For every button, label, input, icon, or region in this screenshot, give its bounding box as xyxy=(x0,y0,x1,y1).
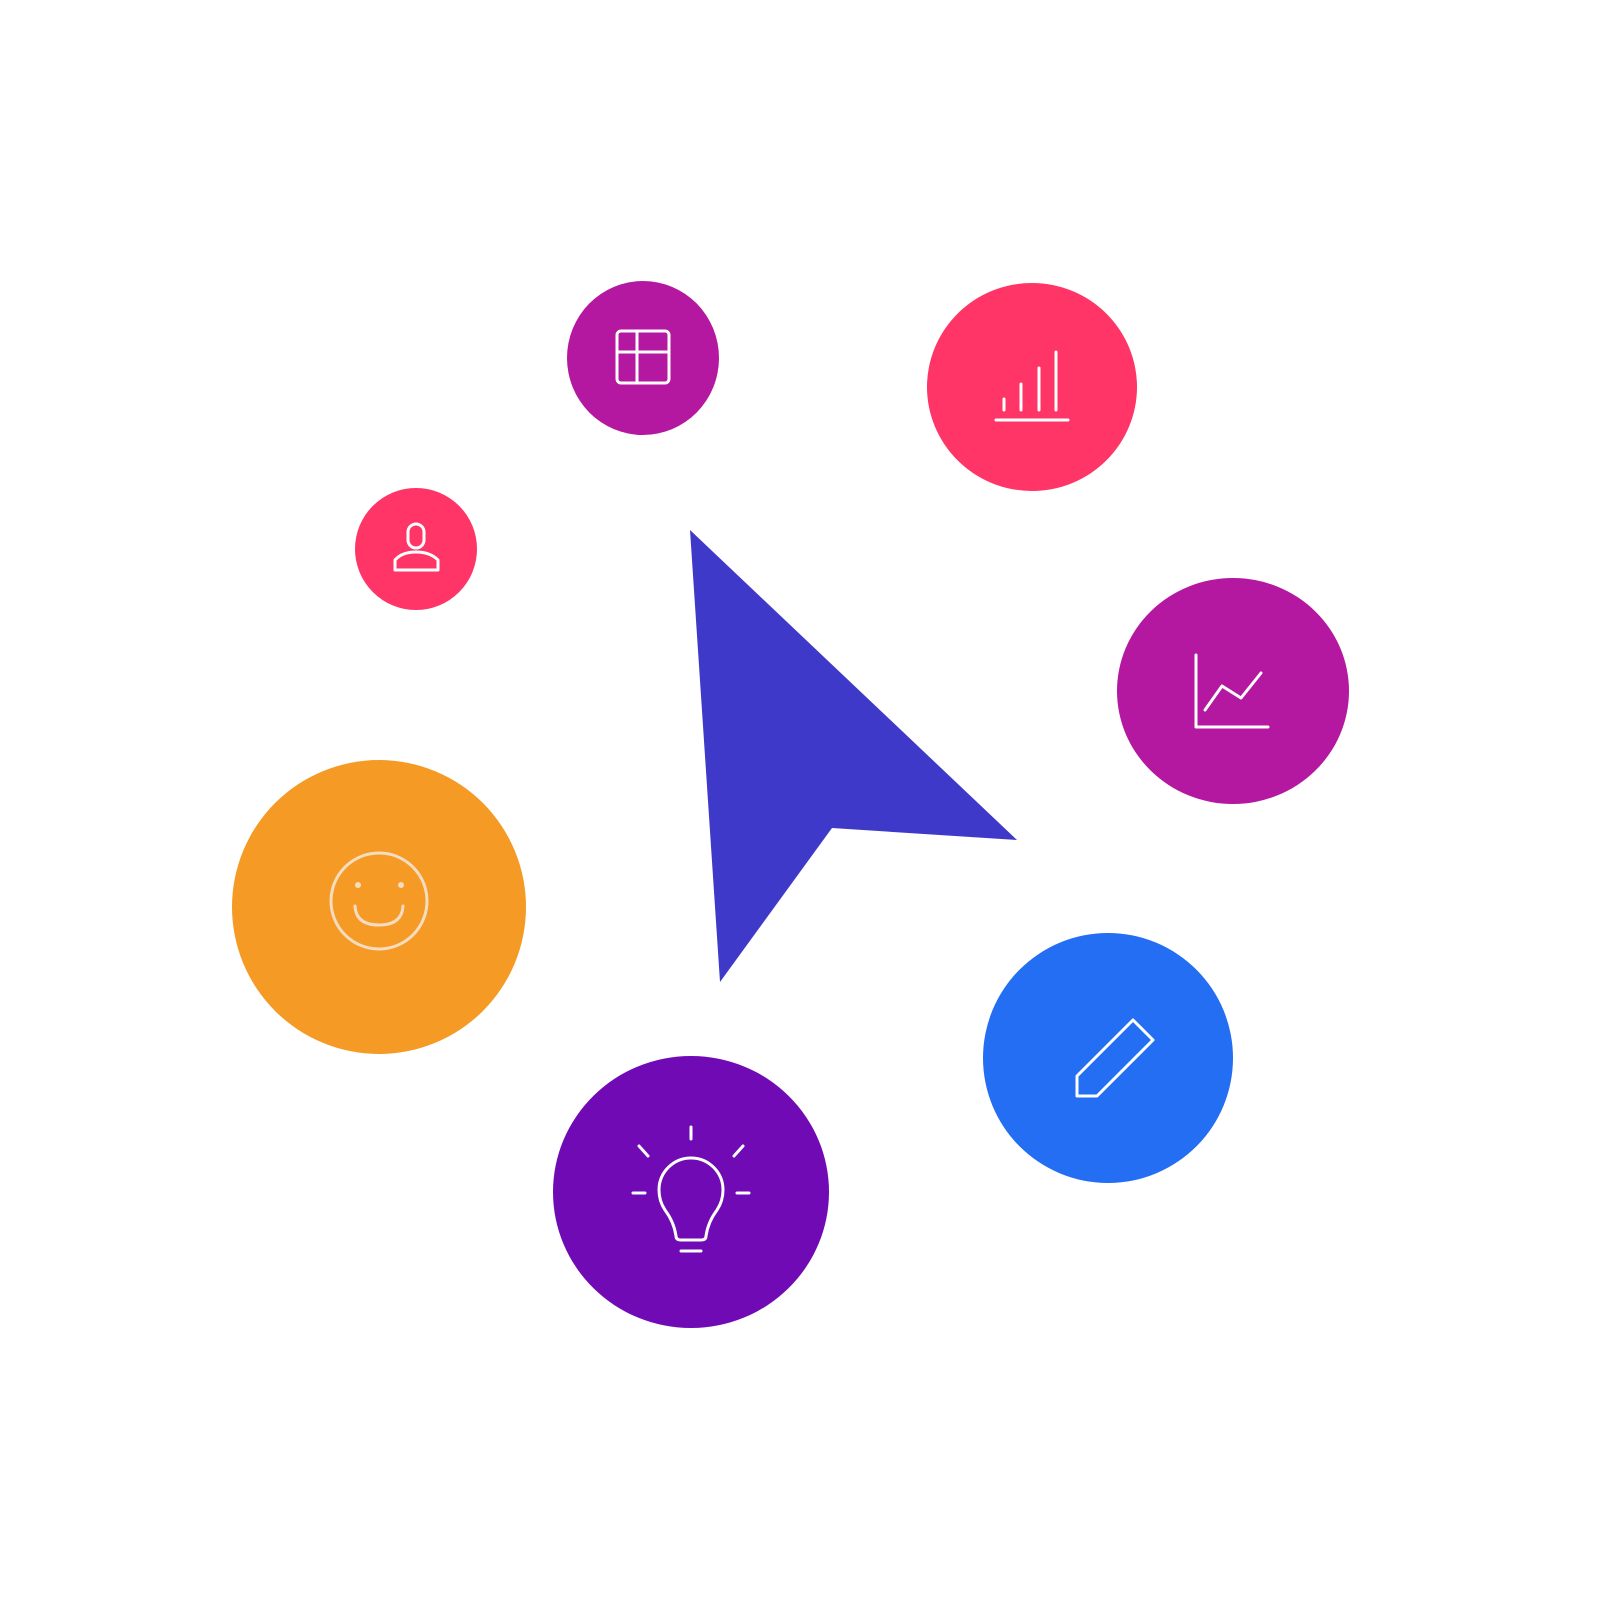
bar-chart-icon xyxy=(994,350,1070,422)
pencil-bubble[interactable] xyxy=(983,933,1233,1183)
lightbulb-icon xyxy=(631,1125,751,1253)
pencil-icon xyxy=(1075,1018,1155,1098)
user-bubble[interactable] xyxy=(355,488,477,610)
user-icon xyxy=(393,522,440,572)
table-bubble[interactable] xyxy=(567,281,719,435)
mouse-pointer-icon xyxy=(690,530,1017,982)
table-grid-icon xyxy=(615,329,671,385)
bar-chart-bubble[interactable] xyxy=(927,283,1137,491)
line-chart-bubble[interactable] xyxy=(1117,578,1349,804)
smiley-bubble[interactable] xyxy=(232,760,526,1054)
smiley-face-icon xyxy=(329,851,429,951)
line-chart-icon xyxy=(1194,653,1270,729)
lightbulb-bubble[interactable] xyxy=(553,1056,829,1328)
